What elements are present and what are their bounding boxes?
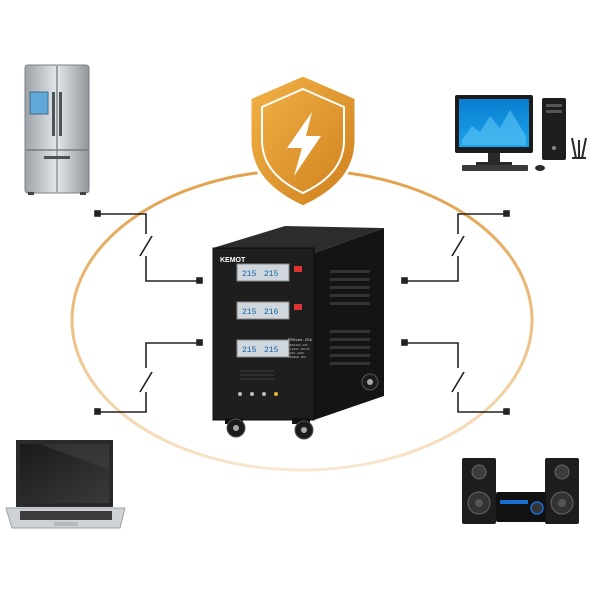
laptop-icon — [5, 440, 126, 529]
desktop-computer-icon — [455, 95, 587, 171]
voltage-stabilizer: 215 215 215 216 215 215 KEMOT PROsen-25k… — [212, 226, 384, 440]
display-1-right: 215 — [264, 270, 279, 279]
display-panel-2: 215 216 — [236, 301, 302, 320]
display-3-left: 215 — [242, 346, 257, 355]
brand-label: KEMOT — [220, 257, 246, 264]
spec-line-4: PROSEN 3PH — [288, 356, 306, 359]
display-2-left: 215 — [242, 308, 257, 317]
display-panel-1: 215 215 — [236, 263, 302, 282]
control-knobs — [238, 392, 278, 396]
circuit-breaker-icon — [401, 210, 510, 415]
refrigerator-icon — [24, 64, 90, 195]
display-3-right: 215 — [264, 346, 279, 355]
spec-line-2: 3x230V 25kVA — [288, 347, 310, 351]
display-2-right: 216 — [264, 308, 279, 317]
model-label: PROsen-25k — [288, 338, 313, 343]
spec-line-1: URZ3420-25k — [288, 343, 308, 347]
lightning-shield-icon — [248, 73, 358, 209]
caster-wheels — [225, 373, 379, 440]
display-panel-3: 215 215 — [236, 339, 290, 358]
spec-line-3: 100V-280V — [288, 352, 304, 355]
stereo-system-icon — [462, 458, 579, 524]
circuit-breaker-icon — [94, 210, 203, 415]
display-1-left: 215 — [242, 270, 257, 279]
